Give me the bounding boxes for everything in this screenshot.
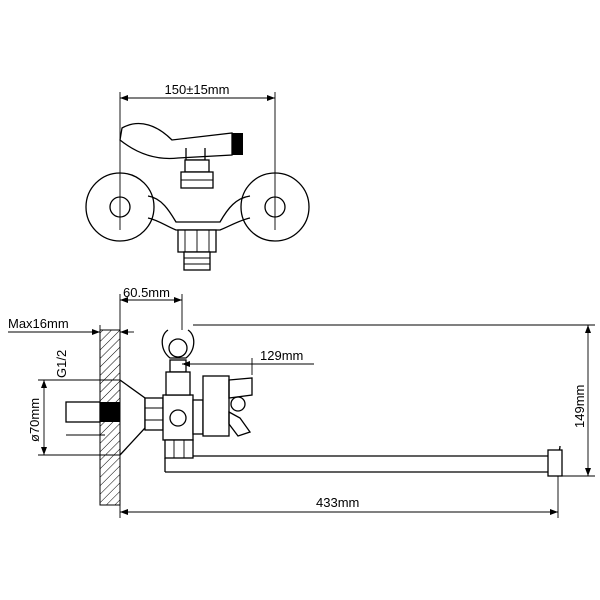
spout: [164, 445, 568, 477]
shower-holder: [161, 329, 195, 396]
label-flange-diameter: ø70mm: [27, 398, 42, 442]
dimension-spout-length: 433mm: [119, 476, 559, 518]
label-handle-reach: 129mm: [260, 348, 303, 363]
diverter-nut: [177, 229, 217, 271]
lever-handle: [119, 123, 243, 161]
wall-flange: [119, 379, 146, 456]
label-height: 149mm: [572, 385, 587, 428]
connector-nut: [144, 397, 164, 431]
label-spout-length: 433mm: [316, 495, 359, 510]
dimension-handle-reach: 129mm: [182, 348, 314, 375]
label-max-recess: Max16mm: [8, 316, 69, 331]
right-eccentric: [240, 172, 310, 242]
handle-side: [202, 375, 253, 437]
dimension-height: 149mm: [572, 325, 591, 476]
lower-nut: [164, 439, 194, 459]
label-thread: G1/2: [54, 350, 69, 378]
dimension-wall-offset: 60.5mm: [119, 285, 183, 330]
label-center-spacing: 150±15mm: [165, 82, 230, 97]
dimension-flange-diameter: ø70mm: [27, 379, 120, 456]
valve-stem: [180, 159, 214, 189]
front-view: 150±15mm: [85, 82, 310, 271]
mixer-body: [147, 195, 251, 223]
valve-body: [162, 394, 204, 441]
left-eccentric: [85, 172, 155, 242]
inlet-thread: [100, 402, 120, 422]
dimension-max-recess: Max16mm: [8, 316, 134, 340]
label-wall-offset: 60.5mm: [123, 285, 170, 300]
dimension-center-spacing: 150±15mm: [119, 82, 276, 185]
side-view: Max16mm 60.5mm G1/2 ø70mm: [8, 285, 595, 518]
